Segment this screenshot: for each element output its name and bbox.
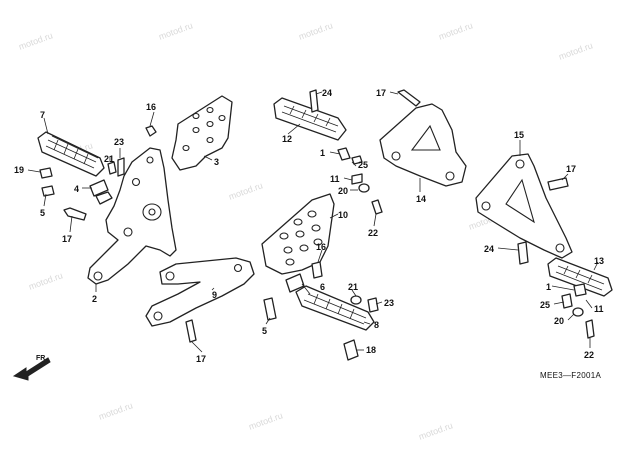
callout-label: 17 <box>62 234 72 244</box>
callout-label: 25 <box>540 300 550 310</box>
callout-label: 17 <box>196 354 206 364</box>
callout-label: 22 <box>584 350 594 360</box>
watermark-text: motod.ru <box>437 20 474 42</box>
watermark-text: motod.ru <box>227 180 264 202</box>
callout-label: 10 <box>338 210 348 220</box>
part-7-footpeg <box>37 131 105 177</box>
watermark-text: motod.ru <box>297 20 334 42</box>
leader-lines <box>27 91 599 353</box>
part-13-footpeg <box>547 257 613 297</box>
callout-label: 4 <box>74 184 79 194</box>
callout-label: 15 <box>514 130 524 140</box>
callout-label: 25 <box>358 160 368 170</box>
watermark-text: motod.ru <box>17 30 54 52</box>
callout-label: 16 <box>316 242 326 252</box>
part-3-heel-guard <box>171 95 233 171</box>
part-10-heel-guard <box>261 193 335 275</box>
callout-label: 24 <box>322 88 332 98</box>
callout-label: 17 <box>566 164 576 174</box>
part-9-bracket <box>145 257 255 327</box>
callout-label: 24 <box>484 244 494 254</box>
callout-label: 1 <box>546 282 551 292</box>
callout-label: 9 <box>212 290 217 300</box>
callout-label: 8 <box>374 320 379 330</box>
callout-label: 1 <box>320 148 325 158</box>
diagram-code: MEE3—F2001A <box>540 371 601 380</box>
callout-label: 14 <box>416 194 426 204</box>
watermark-text: motod.ru <box>417 420 454 442</box>
callout-label: 20 <box>338 186 348 196</box>
callout-label: 12 <box>282 134 292 144</box>
callout-label: 11 <box>594 304 604 314</box>
watermark-text: motod.ru <box>557 40 594 62</box>
watermark-text: motod.ru <box>247 410 284 432</box>
callout-label: 7 <box>40 110 45 120</box>
callout-label: 21 <box>104 154 114 164</box>
watermark-text: motod.ru <box>157 20 194 42</box>
callout-label: 5 <box>40 208 45 218</box>
callout-label: 5 <box>262 326 267 336</box>
callout-label: 20 <box>554 316 564 326</box>
callout-label: 23 <box>114 137 124 147</box>
front-arrow: FR. <box>12 355 51 381</box>
callout-label: 3 <box>214 157 219 167</box>
callout-label: 22 <box>368 228 378 238</box>
watermark-text: motod.ru <box>97 400 134 422</box>
callout-label: 13 <box>594 256 604 266</box>
callout-label: 23 <box>384 298 394 308</box>
part-12-footpeg <box>273 97 347 141</box>
callout-label: 18 <box>366 345 376 355</box>
callout-label: 2 <box>92 294 97 304</box>
part-8-footpeg <box>295 285 375 331</box>
part-14-bracket <box>379 103 467 187</box>
callout-label: 6 <box>320 282 325 292</box>
front-label: FR. <box>36 355 47 362</box>
callout-label: 16 <box>146 102 156 112</box>
callout-label: 19 <box>14 165 24 175</box>
watermark-text: motod.ru <box>27 270 64 292</box>
hardware-layer <box>39 89 595 361</box>
part-15-bracket <box>475 153 573 259</box>
callout-label: 17 <box>376 88 386 98</box>
callout-label: 11 <box>330 174 340 184</box>
callout-labels: 7 19 4 5 17 2 16 21 23 3 9 17 5 6 16 10 … <box>14 88 604 364</box>
callout-label: 21 <box>348 282 358 292</box>
